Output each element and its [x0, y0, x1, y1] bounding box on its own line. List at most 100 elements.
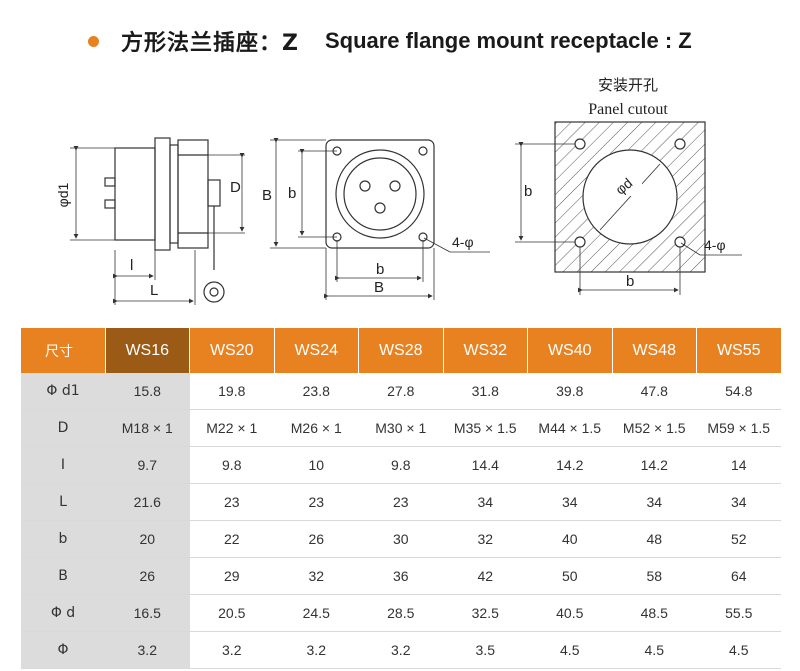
- table-cell: 34: [527, 483, 612, 521]
- table-cell: M18 × 1: [105, 409, 190, 447]
- label-D: D: [230, 179, 241, 196]
- table-cell: 28.5: [358, 594, 443, 632]
- table-header-row: 尺寸 WS16 WS20 WS24 WS28 WS32 WS40 WS48 WS…: [21, 328, 782, 373]
- table-cell: 4.5: [527, 631, 612, 669]
- table-cell: 48: [612, 520, 697, 558]
- table-cell: 47.8: [612, 373, 697, 410]
- table-cell: 50: [527, 557, 612, 595]
- table-cell: 58: [612, 557, 697, 595]
- table-cell: 30: [358, 520, 443, 558]
- table-cell: 26: [274, 520, 359, 558]
- cutout-title-en: Panel cutout: [588, 101, 668, 118]
- table-cell: M22 × 1: [189, 409, 274, 447]
- table-cell: 9.8: [358, 446, 443, 484]
- column-header-ws55: WS55: [696, 328, 782, 373]
- table-cell: 14.2: [612, 446, 697, 484]
- table-cell: 3.2: [189, 631, 274, 669]
- row-label: D: [21, 409, 105, 447]
- column-header-ws28: WS28: [358, 328, 444, 373]
- table-cell: M59 × 1.5: [696, 409, 781, 447]
- table-cell: 29: [189, 557, 274, 595]
- row-label: Φ d: [21, 594, 105, 632]
- cutout-label-b-bottom: b: [626, 273, 634, 290]
- label-L: L: [150, 282, 158, 299]
- table-cell: 36: [358, 557, 443, 595]
- table-cell: 27.8: [358, 373, 443, 410]
- table-cell: 19.8: [189, 373, 274, 410]
- row-label: Φ: [21, 631, 105, 669]
- row-label: L: [21, 483, 105, 521]
- table-cell: M26 × 1: [274, 409, 359, 447]
- cutout-label-b-left: b: [524, 183, 532, 200]
- cutout-title-cn: 安装开孔: [598, 76, 658, 94]
- table-cell: 3.2: [274, 631, 359, 669]
- table-cell: 40.5: [527, 594, 612, 632]
- label-hole: 4-φ: [452, 234, 474, 250]
- dimension-table: 尺寸 WS16 WS20 WS24 WS28 WS32 WS40 WS48 WS…: [21, 328, 782, 669]
- table-cell: 16.5: [105, 594, 190, 632]
- table-cell: 22: [189, 520, 274, 558]
- label-b-bottom: b: [376, 261, 384, 278]
- row-label: Φ d1: [21, 373, 105, 410]
- table-cell: 34: [443, 483, 528, 521]
- table-cell: 24.5: [274, 594, 359, 632]
- column-header-ws32: WS32: [443, 328, 528, 373]
- table-cell: 39.8: [527, 373, 612, 410]
- bullet-dot-icon: [88, 35, 99, 47]
- table-cell: M52 × 1.5: [612, 409, 697, 447]
- table-cell: 48.5: [612, 594, 697, 632]
- table-cell: 3.5: [443, 631, 528, 669]
- table-cell: 9.8: [189, 446, 274, 484]
- table-cell: 9.7: [105, 446, 190, 484]
- row-label: B: [21, 557, 105, 595]
- front-view: [270, 138, 490, 300]
- table-cell: 20.5: [189, 594, 274, 632]
- table-cell: 32: [274, 557, 359, 595]
- table-cell: 54.8: [696, 373, 781, 410]
- label-phi-d1: φd1: [55, 182, 71, 207]
- label-B-left: B: [262, 187, 272, 204]
- column-header-ws24: WS24: [274, 328, 359, 373]
- table-corner-header: 尺寸: [21, 328, 106, 373]
- table-cell: 32: [443, 520, 528, 558]
- table-cell: 26: [105, 557, 190, 595]
- table-cell: 23: [274, 483, 359, 521]
- table-cell: M35 × 1.5: [443, 409, 528, 447]
- table-cell: 14.4: [443, 446, 528, 484]
- table-cell: 4.5: [696, 631, 781, 669]
- table-cell: 23.8: [274, 373, 359, 410]
- technical-drawing: φd1 l L D B b b B 4-φ 安装开孔 Panel cutout: [55, 76, 742, 305]
- table-cell: 3.2: [358, 631, 443, 669]
- column-header-ws48: WS48: [612, 328, 697, 373]
- column-header-ws20: WS20: [189, 328, 275, 373]
- column-header-ws16: WS16: [105, 328, 190, 373]
- table-cell: 21.6: [105, 483, 190, 521]
- table-cell: 52: [696, 520, 781, 558]
- table-cell: 14: [696, 446, 781, 484]
- table-cell: 34: [696, 483, 781, 521]
- table-cell: 42: [443, 557, 528, 595]
- row-label: b: [21, 520, 105, 558]
- table-cell: 40: [527, 520, 612, 558]
- label-B-bottom: B: [374, 279, 384, 296]
- table-cell: 10: [274, 446, 359, 484]
- table-cell: 4.5: [612, 631, 697, 669]
- table-cell: M44 × 1.5: [527, 409, 612, 447]
- table-cell: 15.8: [105, 373, 190, 410]
- label-l-small: l: [130, 257, 133, 274]
- table-cell: 32.5: [443, 594, 528, 632]
- table-cell: 3.2: [105, 631, 190, 669]
- table-cell: 31.8: [443, 373, 528, 410]
- table-cell: M30 × 1: [358, 409, 443, 447]
- table-cell: 64: [696, 557, 781, 595]
- table-cell: 23: [189, 483, 274, 521]
- label-b-left: b: [288, 185, 296, 202]
- row-label: I: [21, 446, 105, 484]
